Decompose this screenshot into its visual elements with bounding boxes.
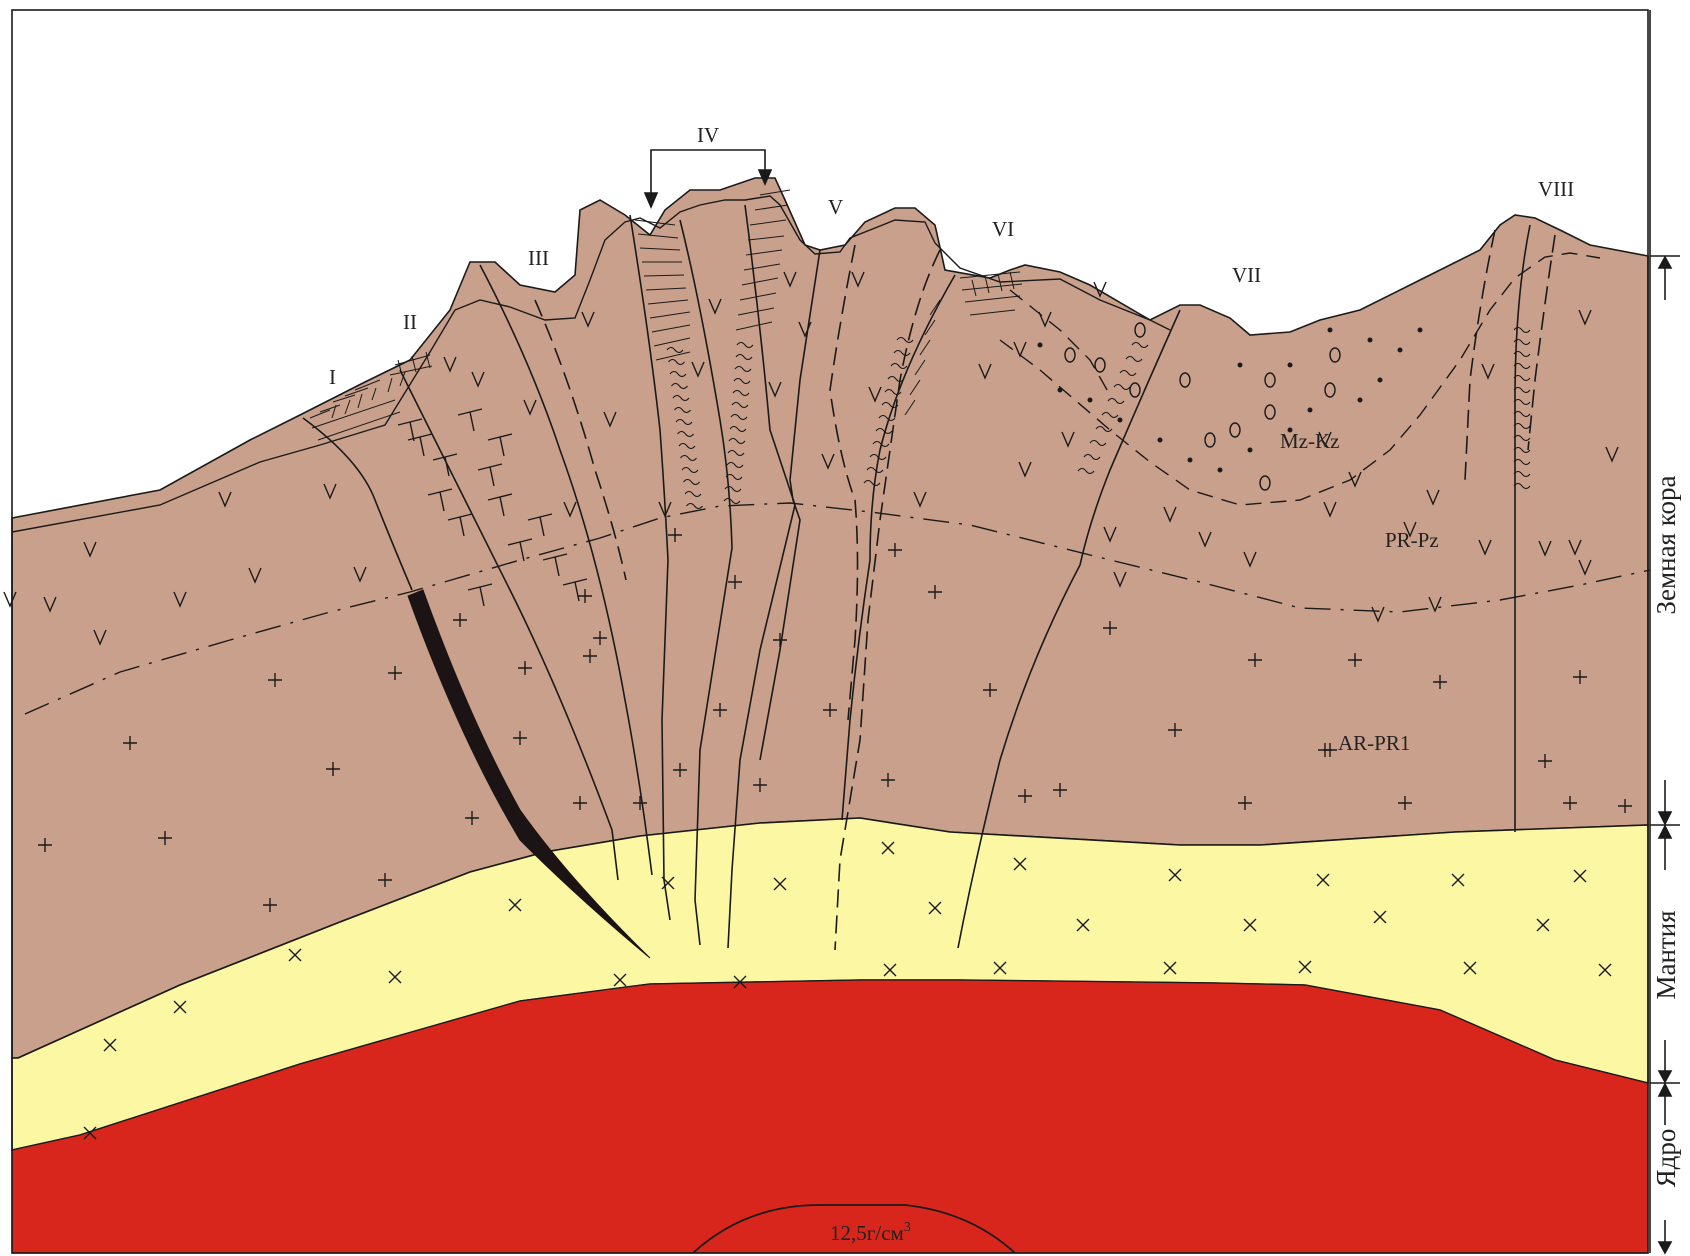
sediment-dot	[1288, 363, 1292, 367]
side-label-crust: Земная кора	[1651, 476, 1681, 615]
sediment-dot	[1218, 468, 1222, 472]
core-arrowhead-bottom	[1659, 1242, 1671, 1253]
sediment-dot	[1058, 388, 1062, 392]
sediment-dot	[1158, 438, 1162, 442]
core-density-superscript: 3	[904, 1220, 911, 1235]
sediment-dot	[1038, 343, 1042, 347]
bracket-arrow-left[interactable]	[645, 193, 657, 207]
zone-label-iv: IV	[697, 123, 719, 147]
zone-label-i: I	[329, 365, 336, 389]
zone-label-vii: VII	[1232, 263, 1261, 287]
sediment-dot	[1308, 408, 1312, 412]
sediment-dot	[1378, 378, 1382, 382]
sediment-dot	[1358, 398, 1362, 402]
zone-label-viii: VIII	[1538, 177, 1574, 201]
crust-arrowhead-top	[1659, 257, 1671, 268]
sediment-dot	[1238, 363, 1242, 367]
core-density-label: 12,5г/см3	[830, 1220, 911, 1245]
sediment-dot	[1188, 458, 1192, 462]
side-label-core: Ядро	[1651, 1129, 1681, 1188]
mantle-arrowhead-top	[1659, 826, 1671, 838]
side-label-mantle: Мантия	[1651, 910, 1681, 999]
sediment-dot	[1398, 348, 1402, 352]
zone-label-vi: VI	[992, 217, 1014, 241]
unit-label-ar-pr1: AR-PR1	[1338, 731, 1410, 755]
zone-label-v: V	[828, 195, 843, 219]
unit-label-mz-kz: Mz-Kz	[1280, 429, 1339, 453]
side-scale	[1650, 10, 1680, 1253]
core-arrowhead-top	[1659, 1084, 1671, 1096]
sediment-dot	[1328, 328, 1332, 332]
sediment-dot	[1368, 338, 1372, 342]
zone-label-iii: III	[528, 246, 549, 270]
sediment-dot	[1118, 418, 1122, 422]
sediment-dot	[1088, 398, 1092, 402]
zone-label-ii: II	[403, 310, 417, 334]
mantle-arrowhead-bottom	[1659, 1071, 1671, 1082]
sediment-dot	[1418, 328, 1422, 332]
crust-arrowhead-bottom	[1659, 812, 1671, 824]
unit-label-pr-pz: PR-Pz	[1385, 528, 1439, 552]
sediment-dot	[1248, 448, 1252, 452]
